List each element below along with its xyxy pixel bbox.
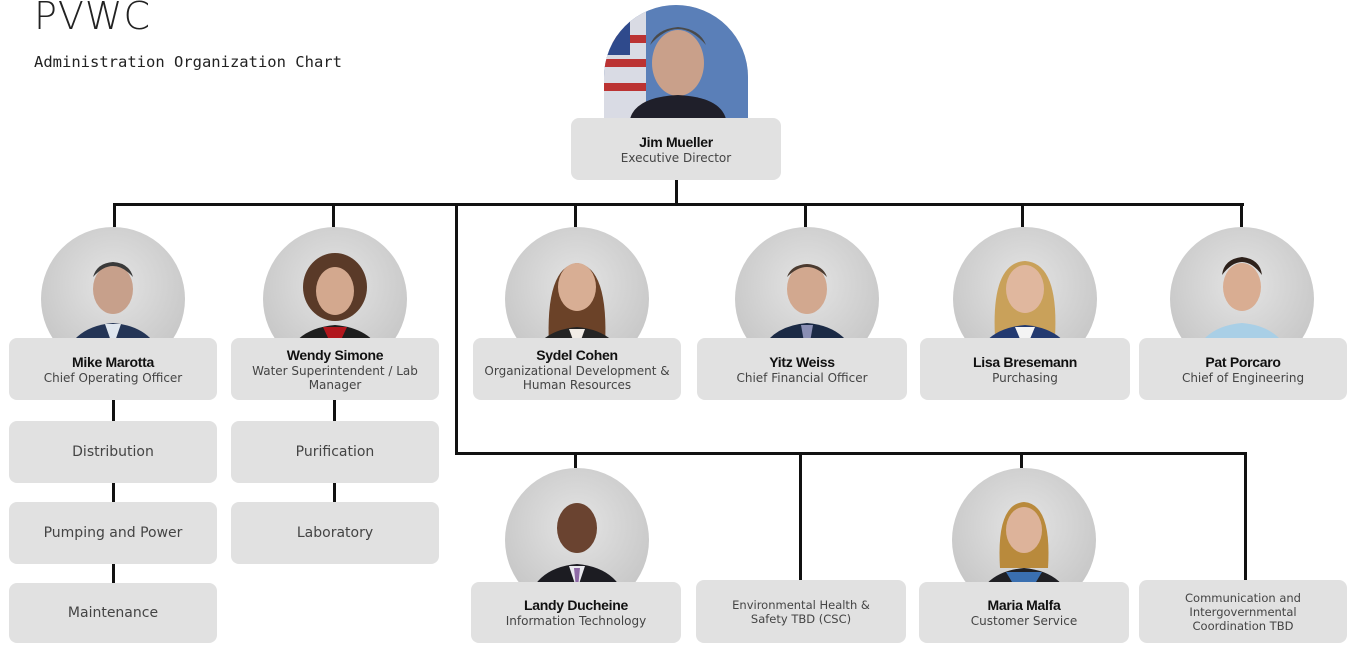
second-tier-role: Environmental Health & Safety TBD (CSC) — [732, 597, 870, 626]
connector-water-purification — [333, 400, 336, 421]
connector-to-marotta — [113, 203, 116, 227]
connector-to-weiss — [804, 203, 807, 227]
chart-title: PVWC — [34, 0, 152, 38]
exec-name: Jim Mueller — [639, 133, 713, 150]
connector-trunk-second-tier — [455, 203, 458, 455]
connector-exec-down — [675, 179, 678, 205]
unit-maintenance[interactable]: Maintenance — [9, 583, 217, 643]
unit-label: Maintenance — [67, 605, 159, 621]
connector-to-bresemann — [1021, 203, 1024, 227]
leader-box-porcaro[interactable]: Pat Porcaro Chief of Engineering — [1139, 338, 1347, 400]
leader-box-marotta[interactable]: Mike Marotta Chief Operating Officer — [9, 338, 217, 400]
leader-name: Yitz Weiss — [769, 353, 835, 370]
leader-role: Water Superintendent / Lab Manager — [252, 363, 418, 392]
unit-label: Pumping and Power — [43, 525, 183, 541]
second-tier-role: Communication and Intergovernmental Coor… — [1185, 590, 1301, 633]
exec-box[interactable]: Jim Mueller Executive Director — [571, 118, 781, 180]
chart-subtitle: Administration Organization Chart — [34, 53, 342, 71]
unit-distribution[interactable]: Distribution — [9, 421, 217, 483]
unit-laboratory[interactable]: Laboratory — [231, 502, 439, 564]
second-tier-name: Maria Malfa — [987, 597, 1061, 613]
leader-name: Mike Marotta — [72, 353, 154, 370]
leader-name: Lisa Bresemann — [973, 353, 1077, 370]
leader-box-bresemann[interactable]: Lisa Bresemann Purchasing — [920, 338, 1130, 400]
second-tier-box-ehs[interactable]: Environmental Health & Safety TBD (CSC) — [696, 580, 906, 643]
unit-label: Purification — [295, 444, 375, 460]
leader-role: Purchasing — [992, 370, 1058, 385]
connector-top-bus — [113, 203, 1244, 206]
connector-to-malfa — [1020, 452, 1023, 468]
avatar-bresemann — [953, 227, 1097, 371]
second-tier-role: Customer Service — [970, 614, 1078, 628]
second-tier-role: Information Technology — [505, 614, 647, 628]
leader-role: Organizational Development & Human Resou… — [484, 363, 670, 392]
second-tier-name: Landy Ducheine — [524, 597, 628, 613]
connector-bottom-bus — [455, 452, 1246, 455]
second-tier-box-malfa[interactable]: Maria Malfa Customer Service — [919, 582, 1129, 643]
connector-pumping-maintenance — [112, 563, 115, 583]
unit-purification[interactable]: Purification — [231, 421, 439, 483]
connector-coo-distribution — [112, 400, 115, 421]
connector-purification-laboratory — [333, 482, 336, 502]
connector-to-ehs — [799, 452, 802, 580]
exec-role: Executive Director — [620, 150, 732, 165]
connector-to-cohen — [574, 203, 577, 227]
unit-label: Laboratory — [296, 525, 374, 541]
avatar-executive — [604, 5, 748, 119]
leader-role: Chief Financial Officer — [736, 370, 868, 385]
connector-to-communication — [1244, 452, 1247, 580]
connector-to-simone — [332, 203, 335, 227]
connector-to-ducheine — [574, 452, 577, 468]
leader-box-cohen[interactable]: Sydel Cohen Organizational Development &… — [473, 338, 681, 400]
leader-name: Sydel Cohen — [536, 346, 618, 363]
unit-pumping-and-power[interactable]: Pumping and Power — [9, 502, 217, 564]
leader-role: Chief Operating Officer — [43, 370, 183, 385]
second-tier-box-communication[interactable]: Communication and Intergovernmental Coor… — [1139, 580, 1347, 643]
unit-label: Distribution — [72, 444, 154, 460]
connector-distribution-pumping — [112, 482, 115, 502]
leader-name: Pat Porcaro — [1205, 353, 1281, 370]
leader-role: Chief of Engineering — [1181, 370, 1305, 385]
leader-name: Wendy Simone — [286, 346, 384, 363]
leader-box-weiss[interactable]: Yitz Weiss Chief Financial Officer — [697, 338, 907, 400]
leader-box-simone[interactable]: Wendy Simone Water Superintendent / Lab … — [231, 338, 439, 400]
second-tier-box-ducheine[interactable]: Landy Ducheine Information Technology — [471, 582, 681, 643]
connector-to-porcaro — [1240, 203, 1243, 227]
